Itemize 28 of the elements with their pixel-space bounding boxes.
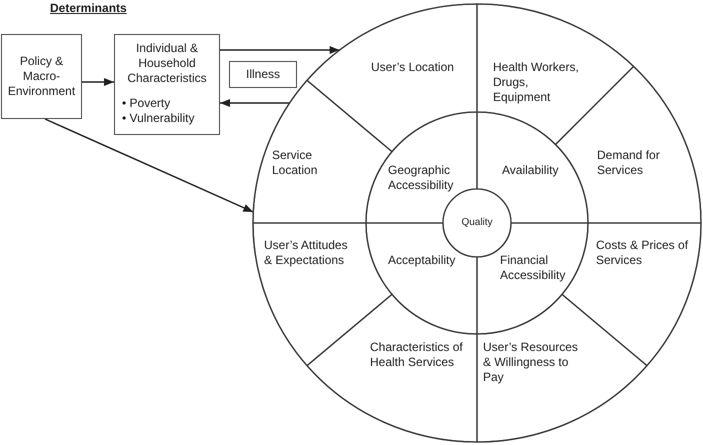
illness-box bbox=[229, 61, 297, 88]
bullet-item: • Vulnerability bbox=[122, 111, 194, 126]
box-label: Policy & Macro-Environment bbox=[7, 54, 76, 99]
arrow bbox=[82, 78, 114, 86]
bullet-item: • Poverty bbox=[122, 96, 170, 111]
segment-label: Geographic Accessibility bbox=[388, 163, 454, 193]
box-label: Individual & Household Characteristics bbox=[126, 41, 208, 86]
segment-label: Health Workers, Drugs, Equipment bbox=[493, 60, 580, 105]
segment-label: Financial Accessibility bbox=[500, 253, 566, 283]
segment-label: Characteristics of Health Services bbox=[370, 340, 464, 370]
segment-label: Acceptability bbox=[388, 253, 456, 268]
wheel-segment bbox=[306, 293, 478, 443]
arrow bbox=[44, 118, 254, 213]
policy-box bbox=[1, 34, 82, 119]
household-box bbox=[114, 34, 220, 135]
segment-label: User’s Location bbox=[371, 60, 455, 75]
segment-label: Availability bbox=[502, 163, 560, 178]
segment-label: Service Location bbox=[272, 148, 318, 178]
wheel-segment bbox=[476, 293, 648, 443]
segment-label: Demand for Services bbox=[597, 148, 661, 178]
arrow bbox=[220, 46, 340, 54]
segment-label: User’s Resources & Willingness to Pay bbox=[483, 340, 579, 385]
section-heading: Determinants bbox=[50, 1, 127, 16]
center-label: Quality bbox=[461, 217, 493, 229]
box-label: Illness bbox=[245, 67, 281, 82]
segment-label: Costs & Prices of Services bbox=[596, 238, 690, 268]
segment-label: User’s Attitudes & Expectations bbox=[264, 238, 349, 268]
arrow bbox=[220, 99, 290, 107]
